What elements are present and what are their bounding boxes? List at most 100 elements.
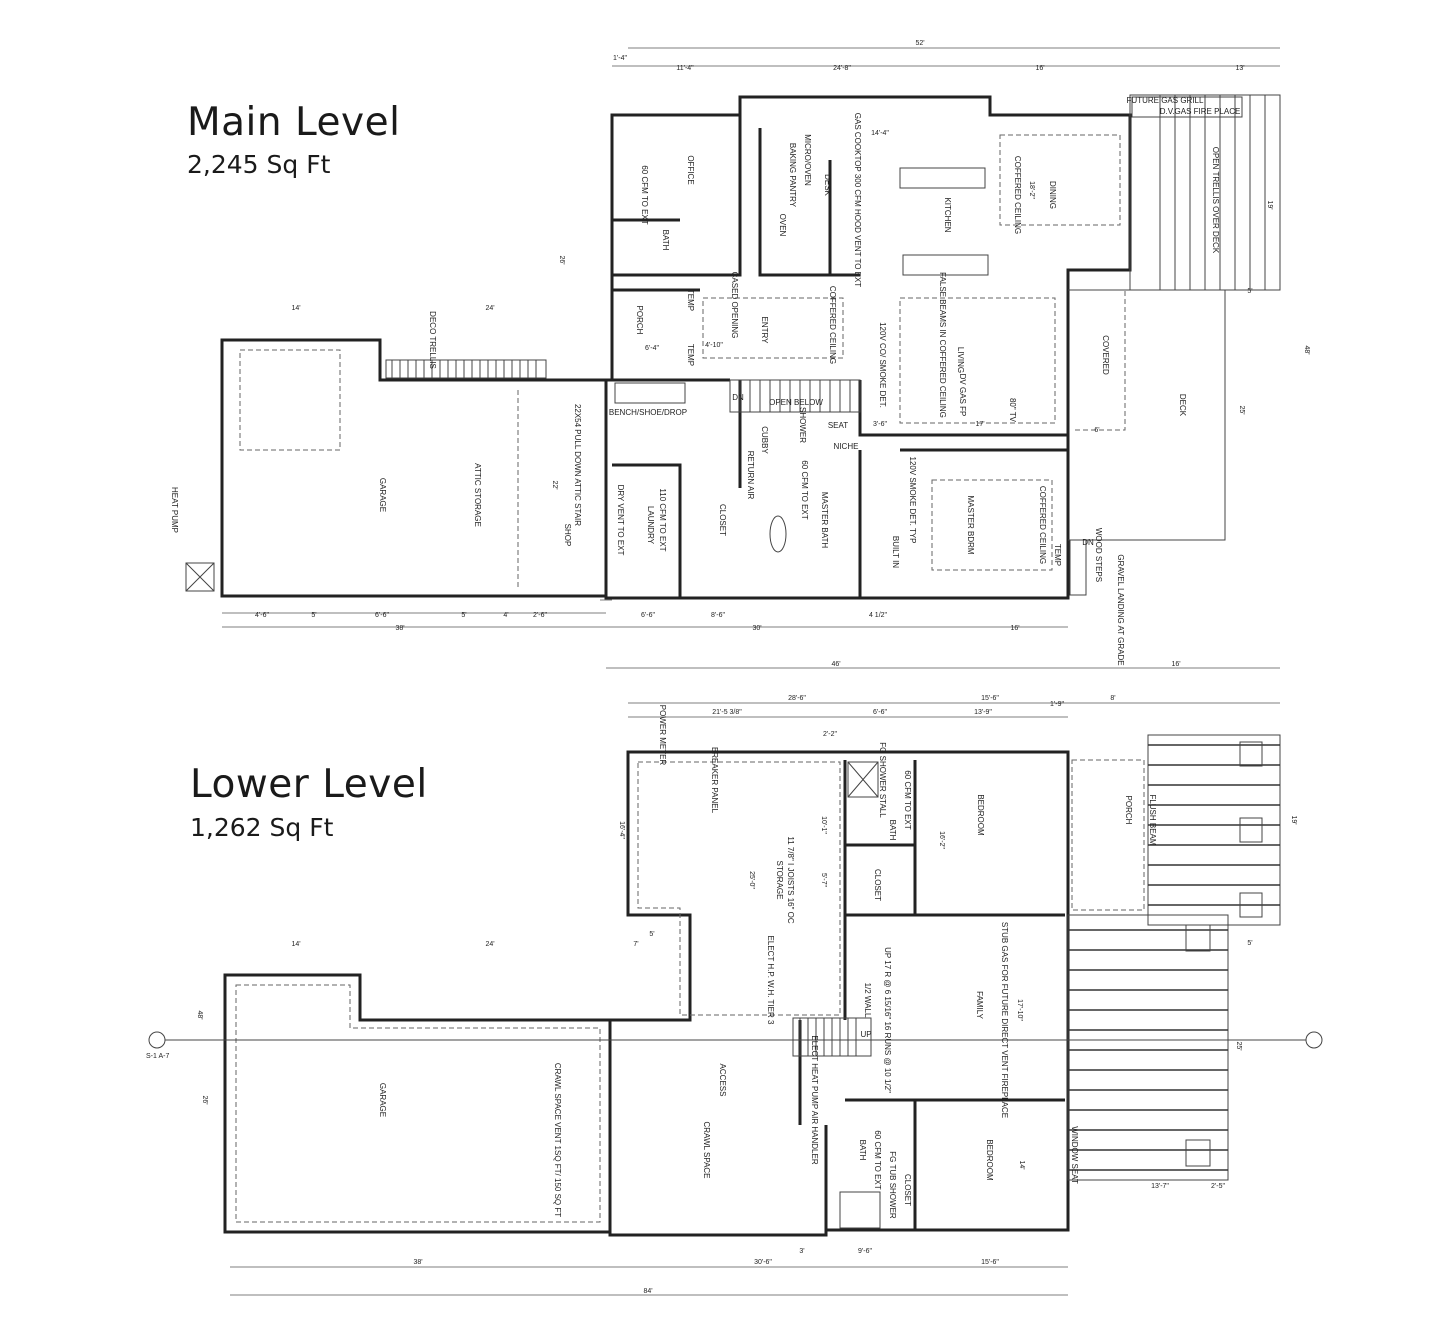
wood-steps bbox=[1069, 539, 1087, 596]
room-label: FAMILY bbox=[975, 991, 984, 1020]
room-label: SHOWER bbox=[798, 407, 807, 443]
dimension-label: 7' bbox=[633, 941, 638, 948]
dimension-label: 13'-9" bbox=[974, 709, 992, 716]
room-label: LIVING bbox=[956, 347, 965, 373]
dimension-label: 26' bbox=[201, 1095, 208, 1104]
dimension-label: 10'-1" bbox=[820, 816, 827, 834]
section-marker-right bbox=[1305, 1031, 1323, 1049]
living-ceiling bbox=[899, 297, 1056, 424]
room-label: COFFERED CEILING bbox=[1013, 156, 1022, 234]
lower-garage-inner bbox=[235, 984, 601, 1223]
room-label: KITCHEN bbox=[943, 197, 952, 232]
room-label: FLUSH BEAM bbox=[1148, 794, 1157, 845]
dimension-label: 19' bbox=[1290, 815, 1297, 824]
heat-pump-unit bbox=[185, 562, 215, 592]
room-label: OPEN BELOW bbox=[769, 398, 823, 407]
master-ceiling bbox=[931, 479, 1053, 571]
room-label: GARAGE bbox=[378, 478, 387, 512]
dimension-label: 24' bbox=[485, 941, 494, 948]
room-label: STUB GAS FOR FUTURE DIRECT VENT FIREPLAC… bbox=[1000, 922, 1009, 1118]
dimension-label: 17'-10" bbox=[1016, 999, 1023, 1021]
room-label: DN bbox=[1082, 538, 1094, 547]
dimension-label: 8'-6" bbox=[711, 612, 725, 619]
lower-interior-walls bbox=[798, 760, 1065, 1230]
dimension-label: 5' bbox=[461, 612, 466, 619]
dimension-label: 25'-0" bbox=[748, 871, 755, 889]
room-label: TEMP bbox=[686, 344, 695, 366]
lower-level-plan bbox=[148, 734, 1323, 1237]
main-level-plan bbox=[185, 94, 1281, 600]
main-garage-walls bbox=[220, 338, 608, 598]
room-label: SEAT bbox=[828, 421, 848, 430]
room-label: COVERED bbox=[1101, 335, 1110, 375]
room-label: DRY VENT TO EXT bbox=[616, 485, 625, 556]
dimension-label: 6'-4" bbox=[645, 345, 659, 352]
dimension-label: 9'-6" bbox=[858, 1248, 872, 1255]
stair-treads bbox=[739, 380, 851, 412]
room-label: PORCH bbox=[635, 306, 644, 335]
trellis-slats-deck bbox=[1159, 95, 1266, 290]
room-label: BEDROOM bbox=[985, 1139, 994, 1181]
dimension-label: 16' bbox=[1035, 65, 1044, 72]
room-label: BEDROOM bbox=[976, 794, 985, 836]
room-label: LAUNDRY bbox=[646, 506, 655, 545]
dimension-label: 5' bbox=[649, 931, 654, 938]
porch-deck-boards bbox=[1148, 744, 1280, 906]
room-label: 60 CFM TO EXT bbox=[640, 165, 649, 224]
room-label: FG SHOWER STALL bbox=[878, 742, 887, 818]
room-label: ATTIC STORAGE bbox=[473, 463, 482, 527]
dimension-label: 8' bbox=[1110, 695, 1115, 702]
footing bbox=[1239, 817, 1263, 843]
dimension-label: 4' bbox=[503, 612, 508, 619]
dimension-label: 6'-6" bbox=[873, 709, 887, 716]
dimension-label: 1'-4" bbox=[613, 55, 627, 62]
room-label: OFFICE bbox=[686, 155, 695, 184]
dimension-label: 48' bbox=[196, 1010, 203, 1019]
trellis-slats bbox=[391, 360, 537, 378]
dimension-label: 28'-6" bbox=[788, 695, 806, 702]
dimension-label: 16' bbox=[1010, 625, 1019, 632]
dimension-label: 11'-4" bbox=[676, 65, 694, 72]
room-label: COFFERED CEILING bbox=[1038, 486, 1047, 564]
dimension-label: 46' bbox=[831, 661, 840, 668]
room-label: BAKING PANTRY bbox=[788, 143, 797, 208]
room-label: CRAWL SPACE bbox=[702, 1121, 711, 1178]
room-label: CUBBY bbox=[760, 426, 769, 454]
room-label: CLOSET bbox=[873, 869, 882, 901]
lower-porch-outline bbox=[1071, 759, 1145, 911]
dimension-label: 14' bbox=[1018, 1160, 1025, 1169]
room-label: BENCH/SHOE/DROP bbox=[609, 408, 687, 417]
room-label: 110 CFM TO EXT bbox=[658, 488, 667, 551]
lower-deck bbox=[1067, 914, 1229, 1181]
room-label: DV GAS FP bbox=[958, 374, 967, 417]
room-label: 22X54 PULL DOWN ATTIC STAIR bbox=[573, 404, 582, 526]
dimension-label: 4'-10" bbox=[705, 342, 723, 349]
room-label: HEAT PUMP bbox=[170, 487, 179, 533]
entry-ceiling bbox=[702, 297, 844, 359]
room-label: FUTURE GAS GRILL bbox=[1127, 96, 1204, 105]
room-label: CLOSET bbox=[903, 1174, 912, 1206]
dimension-label: 14'-4" bbox=[871, 130, 889, 137]
main-interior-walls bbox=[606, 97, 1068, 598]
room-label: NICHE bbox=[834, 442, 859, 451]
dimension-label: 24' bbox=[485, 305, 494, 312]
room-label: 1/2 WALL bbox=[863, 983, 872, 1018]
section-marker-left bbox=[148, 1031, 166, 1049]
main-level-area: 2,245 Sq Ft bbox=[187, 150, 331, 179]
dimension-label: 38' bbox=[395, 625, 404, 632]
dimension-label: 16'-2" bbox=[938, 831, 945, 849]
dimension-label: 15'-6" bbox=[981, 1259, 999, 1266]
room-label: GAS COOKTOP 300 CFM HOOD VENT TO EXT bbox=[853, 113, 862, 288]
room-label: PORCH bbox=[1124, 796, 1133, 825]
room-label: OVEN bbox=[778, 214, 787, 237]
room-label: UP bbox=[860, 1030, 871, 1039]
room-label: POWER METER bbox=[658, 705, 667, 766]
room-label: 60 CFM TO EXT bbox=[903, 770, 912, 829]
footing bbox=[1239, 892, 1263, 918]
room-label: STORAGE bbox=[775, 861, 784, 900]
dimension-label: 17' bbox=[975, 421, 984, 428]
dimension-label: 5' bbox=[311, 612, 316, 619]
room-label: BUILT IN bbox=[891, 536, 900, 568]
dimension-label: 1'-9" bbox=[1050, 701, 1064, 708]
dimension-label: 2'-2" bbox=[823, 731, 837, 738]
